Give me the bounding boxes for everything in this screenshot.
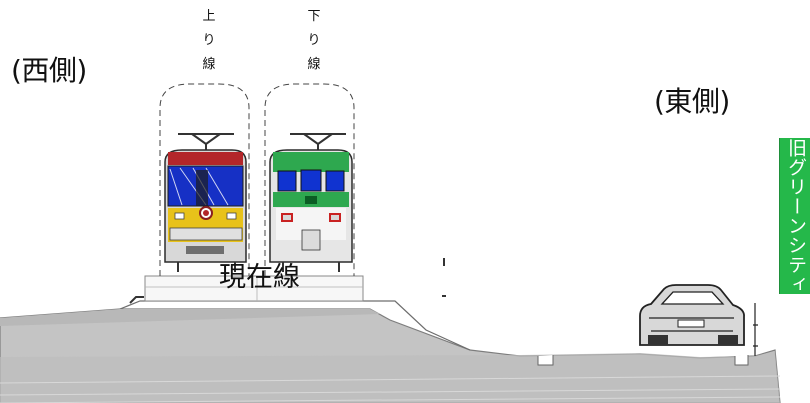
down-track-label: 下り線 xyxy=(307,9,321,72)
embankment-top xyxy=(119,300,471,351)
car xyxy=(639,284,745,346)
up-track-label: 上り線 xyxy=(202,9,216,72)
drainage-ditch xyxy=(537,355,554,366)
current-line-label: 現在線 xyxy=(219,262,300,293)
west-side-label: (西側) xyxy=(11,54,87,87)
east-side-label: (東側) xyxy=(654,85,730,118)
upbound-train xyxy=(164,149,247,272)
green-city-banner: 旧グリーンシティ xyxy=(779,138,810,294)
drainage-ditch xyxy=(734,355,749,366)
pantograph xyxy=(178,133,346,150)
clearance-envelope xyxy=(159,83,250,276)
downbound-train xyxy=(269,149,353,272)
ground-surface-shading xyxy=(0,309,380,326)
track-bed xyxy=(144,275,364,302)
clearance-envelope xyxy=(264,83,355,276)
green-city-label: 旧グリーンシティ xyxy=(785,138,807,294)
